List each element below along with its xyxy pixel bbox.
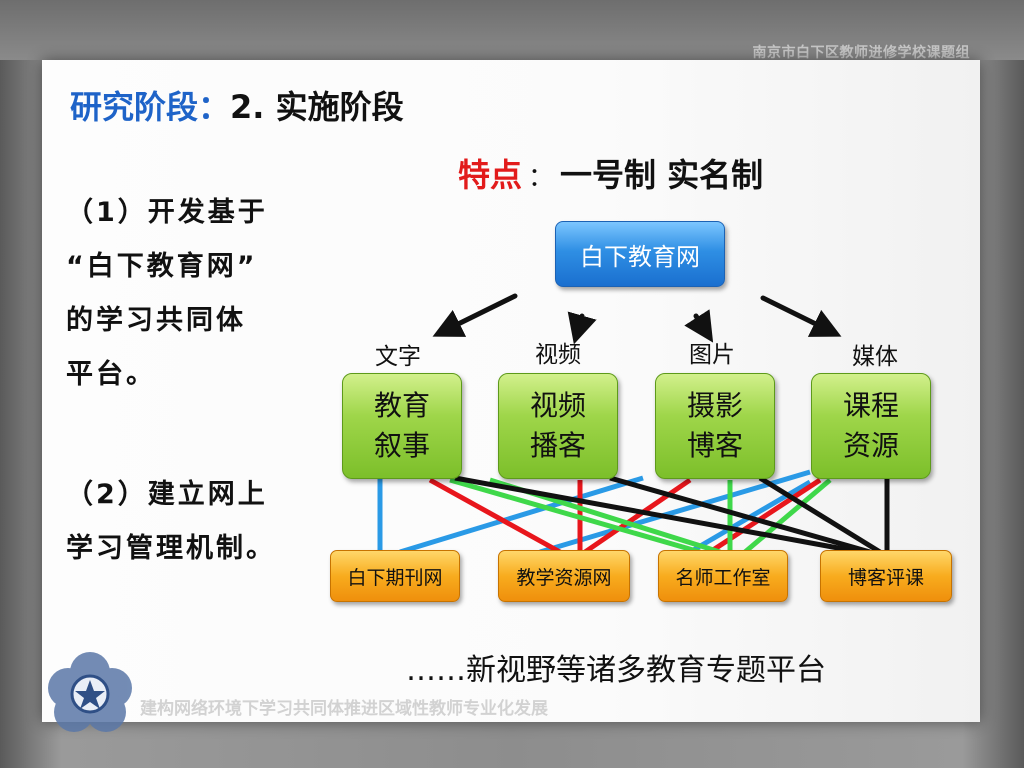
- point-2-line: （2）建立网上: [66, 479, 268, 510]
- node-line: 教育: [373, 389, 430, 422]
- point-1-line: “白下教育网”: [66, 251, 258, 282]
- node-line: 课程: [842, 389, 899, 422]
- node-line: 叙事: [373, 429, 430, 462]
- point-1: （1）开发基于 “白下教育网” 的学习共同体 平台。: [66, 186, 268, 402]
- title-lead: 研究阶段：: [70, 88, 231, 126]
- node-line: 播客: [529, 429, 586, 462]
- arrow-to-text: [432, 293, 518, 337]
- point-1-line: 的学习共同体: [66, 305, 246, 336]
- node-edu-narrative: 教育 叙事: [342, 373, 462, 479]
- top-strip: [0, 0, 1024, 60]
- node-line: 博客: [686, 429, 743, 462]
- point-2: （2）建立网上 学习管理机制。: [66, 468, 276, 576]
- node-course-resources: 课程 资源: [811, 373, 931, 479]
- point-1-line: （1）开发基于: [66, 197, 268, 228]
- node-line: 摄影: [686, 389, 743, 422]
- flower-logo-icon: [48, 652, 132, 732]
- platform-journal: 白下期刊网: [330, 550, 460, 602]
- feature-text: 一号制 实名制: [560, 156, 764, 194]
- group-label: 南京市白下区教师进修学校课题组: [752, 45, 970, 61]
- title-rest: 2. 实施阶段: [230, 88, 404, 126]
- platform-master-studio: 名师工作室: [658, 550, 788, 602]
- node-line: 资源: [842, 429, 899, 462]
- point-2-line: 学习管理机制。: [66, 533, 276, 564]
- platform-teaching-resources: 教学资源网: [498, 550, 630, 602]
- link-black: [454, 475, 861, 555]
- branch-label-text: 文字: [375, 344, 421, 370]
- branch-label-media: 媒体: [852, 344, 898, 370]
- node-line: 视频: [529, 389, 586, 422]
- node-video-podcast: 视频 播客: [498, 373, 618, 479]
- arrow-to-video: [567, 311, 597, 345]
- link-red: [428, 477, 562, 555]
- link-blue: [539, 469, 811, 555]
- footer-slogan: 建构网络环境下学习共同体推进区域性教师专业化发展: [140, 699, 548, 719]
- node-photo-blog: 摄影 博客: [655, 373, 775, 479]
- root-node-baixia-edu: 白下教育网: [555, 221, 725, 287]
- link-blue: [399, 475, 644, 555]
- link-green: [743, 478, 832, 554]
- link-black: [609, 475, 871, 555]
- point-1-line: 平台。: [66, 359, 156, 390]
- more-platforms-text: ……新视野等诸多教育专题平台: [406, 653, 826, 688]
- feature-heading: 特点：一号制 实名制: [458, 150, 763, 196]
- link-green: [449, 477, 701, 555]
- feature-colon: ：: [528, 163, 555, 193]
- link-black: [758, 475, 882, 555]
- link-red: [583, 477, 692, 555]
- branch-label-image: 图片: [689, 342, 735, 368]
- arrow-to-image: [684, 309, 714, 343]
- branch-label-video: 视频: [535, 342, 581, 368]
- feature-label: 特点: [458, 156, 523, 194]
- arrow-to-media: [760, 295, 842, 337]
- platform-blog-review: 博客评课: [820, 550, 952, 602]
- slide-title: 研究阶段：2. 实施阶段: [70, 82, 404, 128]
